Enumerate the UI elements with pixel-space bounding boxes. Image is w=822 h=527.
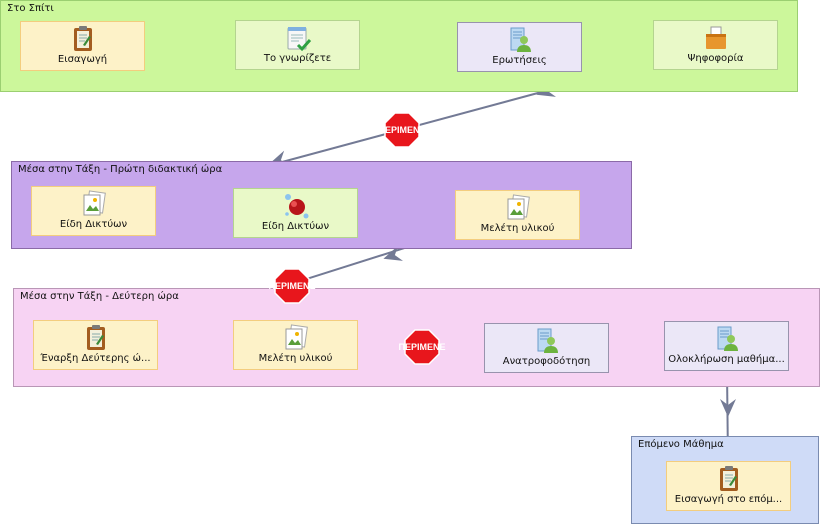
notepad-icon <box>69 25 97 53</box>
image-doc-icon <box>504 194 532 222</box>
activity-network-types-1[interactable]: Είδη Δικτύων <box>31 186 156 236</box>
activity-study-material-2[interactable]: Μελέτη υλικού <box>233 320 358 370</box>
notepad-icon <box>715 465 743 493</box>
bubbles-icon <box>282 192 310 220</box>
activity-label: Έναρξη Δεύτερης ώ... <box>40 353 151 364</box>
ballot-box-icon <box>702 24 730 52</box>
group-title-second-hour: Μέσα στην Τάξη - Δεύτερη ώρα <box>20 291 179 302</box>
activity-label: Ολοκλήρωση μαθήμα... <box>668 354 785 365</box>
activity-network-types-2[interactable]: Είδη Δικτύων <box>233 188 358 238</box>
checklist-icon <box>284 24 312 52</box>
notepad-icon <box>82 324 110 352</box>
activity-label: Είδη Δικτύων <box>261 221 330 232</box>
group-title-home: Στο Σπίτι <box>7 3 54 14</box>
activity-did-you-know[interactable]: Το γνωρίζετε <box>235 20 360 70</box>
activity-label: Μελέτη υλικού <box>258 353 333 364</box>
activity-label: Ανατροφοδότηση <box>502 356 591 367</box>
gate-label: ΠΕΡΙΜΕΝΕ <box>378 125 425 135</box>
activity-study-material-1[interactable]: Μελέτη υλικού <box>455 190 580 240</box>
arrowhead-icon <box>720 399 736 417</box>
activity-label: Εισαγωγή στο επόμ... <box>674 494 783 505</box>
stop-sign-icon: ΠΕΡΙΜΕΝΕ <box>378 112 426 148</box>
gate-label: ΠΕΡΙΜΕΝΕ <box>268 281 315 291</box>
user-document-icon <box>533 327 561 355</box>
gate-label: ΠΕΡΙΜΕΝΕ <box>398 342 445 352</box>
activity-questions[interactable]: Ερωτήσεις <box>457 22 582 72</box>
gate-wait-2[interactable]: ΠΕΡΙΜΕΝΕ <box>268 268 316 304</box>
activity-feedback[interactable]: Ανατροφοδότηση <box>484 323 609 373</box>
gate-wait-3[interactable]: ΠΕΡΙΜΕΝΕ <box>398 329 446 365</box>
user-document-icon <box>713 325 741 353</box>
group-title-first-hour: Μέσα στην Τάξη - Πρώτη διδακτική ώρα <box>18 164 223 175</box>
activity-second-hour-start[interactable]: Έναρξη Δεύτερης ώ... <box>33 320 158 370</box>
activity-label: Ερωτήσεις <box>492 55 547 66</box>
activity-lesson-completion[interactable]: Ολοκλήρωση μαθήμα... <box>664 321 789 371</box>
stop-sign-icon: ΠΕΡΙΜΕΝΕ <box>268 268 316 304</box>
activity-label: Εισαγωγή <box>57 54 108 65</box>
activity-label: Ψηφοφορία <box>687 53 744 64</box>
stop-sign-icon: ΠΕΡΙΜΕΝΕ <box>398 329 446 365</box>
activity-voting[interactable]: Ψηφοφορία <box>653 20 778 70</box>
activity-next-intro[interactable]: Εισαγωγή στο επόμ... <box>666 461 791 511</box>
activity-label: Είδη Δικτύων <box>59 219 128 230</box>
activity-label: Το γνωρίζετε <box>263 53 332 64</box>
image-doc-icon <box>282 324 310 352</box>
arrowhead-icon <box>383 245 403 261</box>
user-document-icon <box>506 26 534 54</box>
activity-intro[interactable]: Εισαγωγή <box>20 21 145 71</box>
image-doc-icon <box>80 190 108 218</box>
group-title-next-lesson: Επόμενο Μάθημα <box>638 439 724 450</box>
gate-wait-1[interactable]: ΠΕΡΙΜΕΝΕ <box>378 112 426 148</box>
activity-label: Μελέτη υλικού <box>480 223 555 234</box>
